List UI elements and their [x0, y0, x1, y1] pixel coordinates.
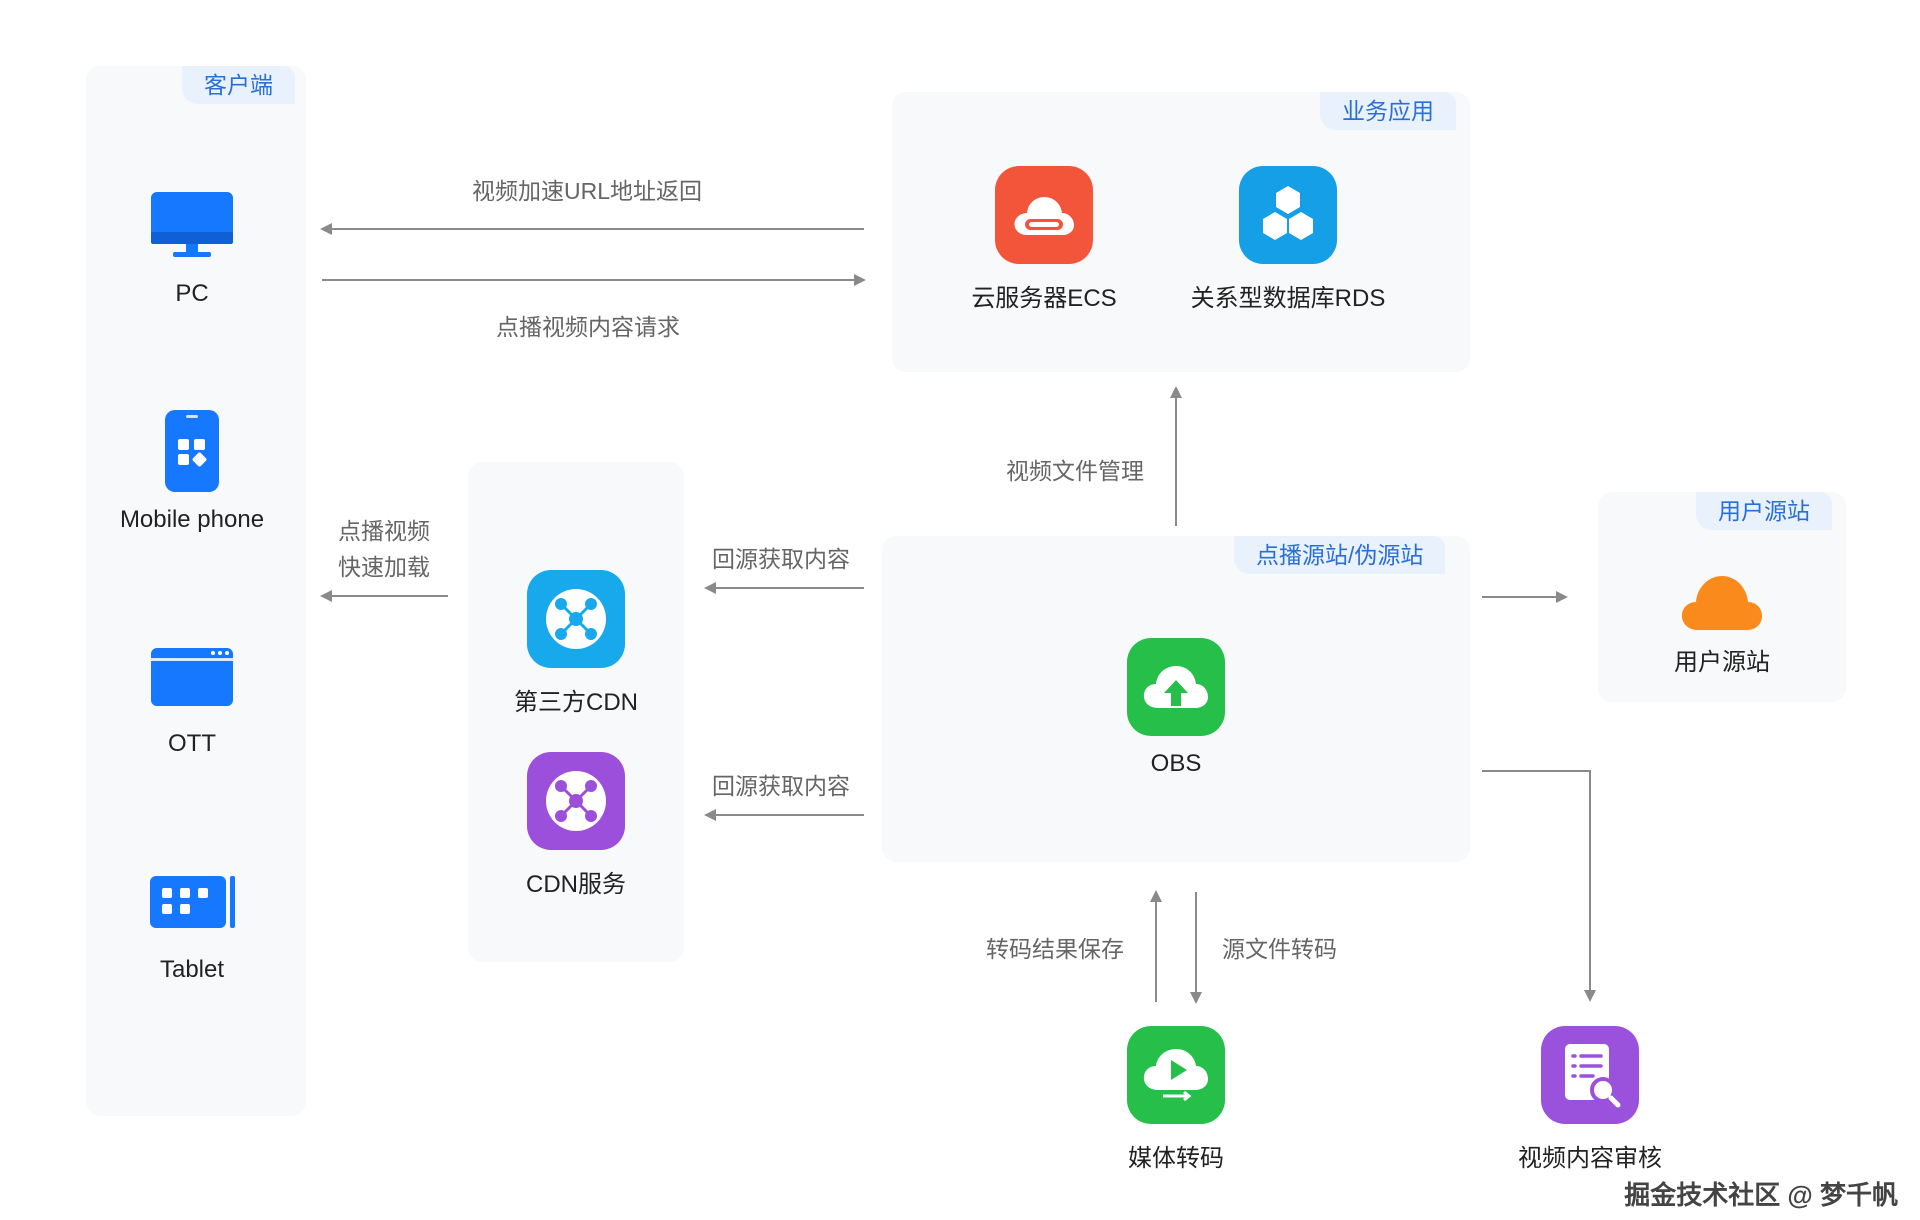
node-third-cdn: 第三方CDN — [476, 570, 676, 717]
watermark: 掘金技术社区 @ 梦千帆 — [1624, 1180, 1898, 1210]
node-obs-label: OBS — [1150, 750, 1202, 777]
node-third-cdn-label: 第三方CDN — [514, 689, 638, 716]
node-user-origin-label: 用户源站 — [1674, 649, 1770, 676]
review-app-icon — [1541, 1026, 1639, 1124]
origin-group-tag: 点播源站/伪源站 — [1234, 536, 1446, 574]
edge-label-file-mgmt: 视频文件管理 — [1006, 458, 1144, 484]
edge-label-save-result: 转码结果保存 — [986, 936, 1124, 962]
obs-app-icon — [1127, 638, 1225, 736]
business-group-tag: 业务应用 — [1320, 92, 1456, 130]
node-ecs: 云服务器ECS — [944, 166, 1144, 313]
cdn-group — [468, 462, 684, 962]
client-group-tag: 客户端 — [182, 66, 295, 104]
edge-label-fetch-cdn: 回源获取内容 — [712, 773, 850, 799]
node-cdn-label: CDN服务 — [526, 871, 626, 898]
cloud-server-icon — [1014, 197, 1074, 235]
hexagon-cluster-icon — [1263, 186, 1313, 240]
node-tablet-label: Tablet — [159, 956, 225, 983]
business-group — [892, 92, 1470, 372]
node-review-label: 视频内容审核 — [1518, 1145, 1662, 1172]
orange-cloud-icon — [1681, 576, 1762, 630]
user-origin-group-tag: 用户源站 — [1696, 492, 1832, 530]
node-mobile: Mobile phone — [92, 410, 292, 534]
edge-label-src-transcode: 源文件转码 — [1222, 936, 1337, 962]
node-rds-label: 关系型数据库RDS — [1190, 285, 1386, 312]
cloud-play-icon — [1143, 1049, 1208, 1102]
edge-label-url-return: 视频加速URL地址返回 — [472, 178, 703, 204]
rds-app-icon — [1239, 166, 1337, 264]
node-user-origin: 用户源站 — [1622, 570, 1822, 677]
browser-window-icon — [151, 648, 233, 706]
document-search-icon — [1565, 1044, 1621, 1108]
cloud-upload-icon — [1143, 666, 1208, 708]
node-mobile-label: Mobile phone — [119, 506, 265, 533]
third-cdn-app-icon — [527, 570, 625, 668]
node-transcode: 媒体转码 — [1076, 1026, 1276, 1173]
node-ott-label: OTT — [168, 730, 216, 757]
cdn-app-icon — [527, 752, 625, 850]
arrow-to-review — [1482, 770, 1596, 1002]
network-hub-icon — [546, 771, 606, 831]
node-rds: 关系型数据库RDS — [1188, 166, 1388, 313]
node-ecs-label: 云服务器ECS — [971, 285, 1117, 312]
ecs-app-icon — [995, 166, 1093, 264]
edge-label-vod-line2: 快速加载 — [338, 554, 430, 580]
node-cdn: CDN服务 — [476, 752, 676, 899]
node-obs: OBS — [1076, 638, 1276, 778]
edge-label-fetch-third-cdn: 回源获取内容 — [712, 546, 850, 572]
edge-label-vod-line1: 点播视频 — [338, 518, 430, 544]
tablet-icon — [150, 876, 235, 928]
network-node-icon — [546, 589, 606, 649]
node-transcode-label: 媒体转码 — [1128, 1145, 1224, 1172]
phone-icon — [165, 410, 219, 492]
node-pc: PC — [92, 192, 292, 308]
monitor-icon — [151, 192, 233, 257]
edge-label-vod-request: 点播视频内容请求 — [496, 314, 680, 340]
node-tablet: Tablet — [92, 874, 292, 984]
transcode-app-icon — [1127, 1026, 1225, 1124]
node-pc-label: PC — [175, 280, 209, 307]
node-ott: OTT — [92, 648, 292, 758]
node-review: 视频内容审核 — [1490, 1026, 1690, 1173]
